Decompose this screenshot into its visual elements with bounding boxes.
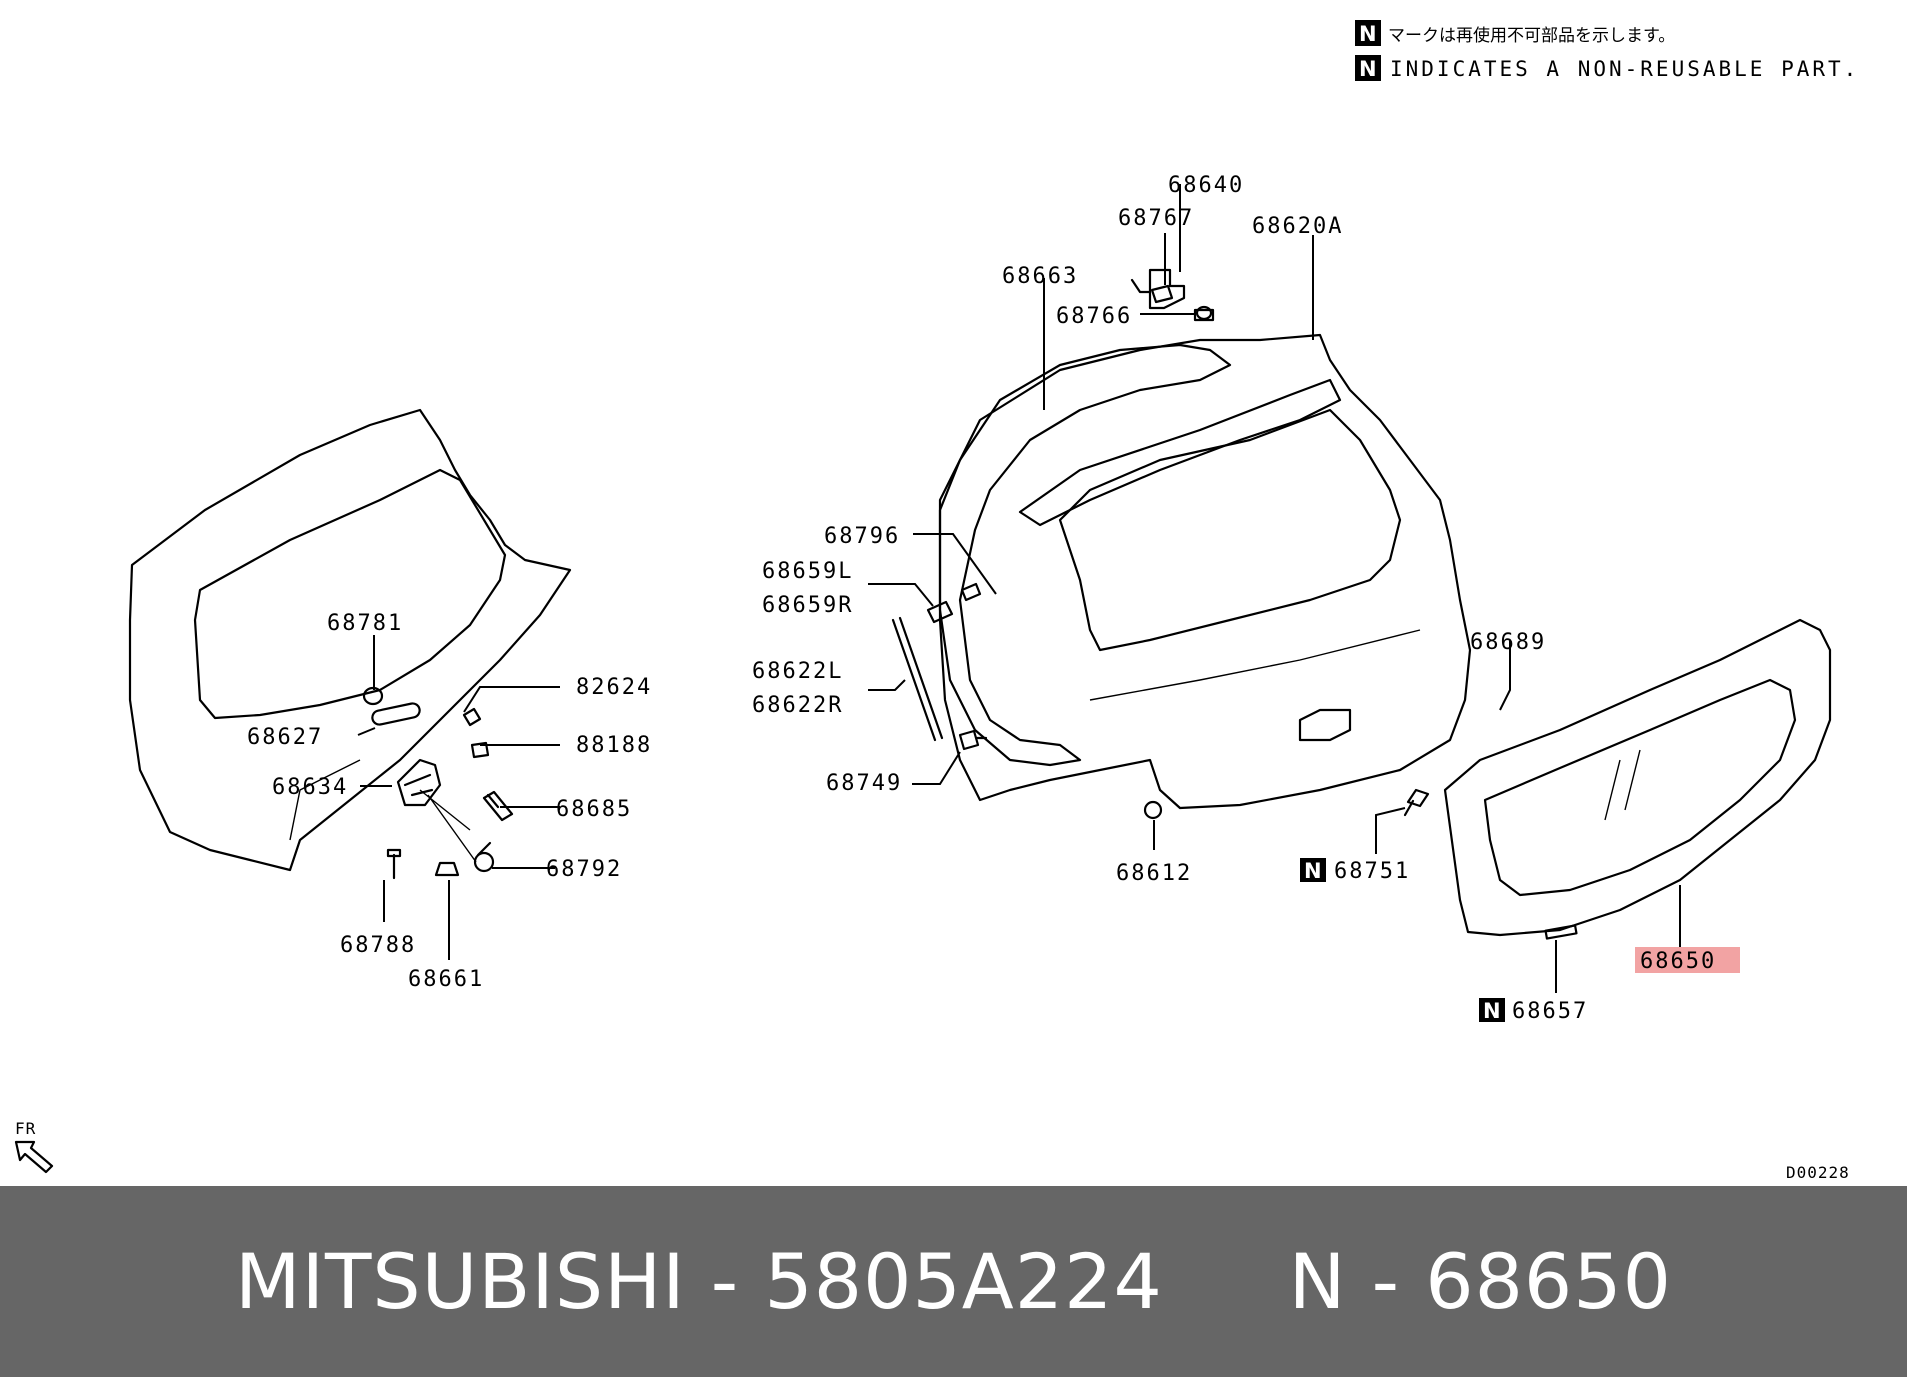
label-68659R: 68659R [762,593,853,618]
label-68661: 68661 [408,967,484,992]
label-68622L: 68622L [752,659,843,684]
label-68657: 68657 [1512,999,1588,1024]
label-68640: 68640 [1168,173,1244,198]
n-symbol: N [1483,999,1501,1023]
n-symbol: N [1359,57,1377,81]
label-68622R: 68622R [752,693,843,718]
label-68627: 68627 [247,725,323,750]
label-68689: 68689 [1470,630,1546,655]
label-68749: 68749 [826,771,902,796]
label-68620A: 68620A [1252,214,1343,239]
label-68792: 68792 [546,857,622,882]
parts-diagram: N マークは再使用不可部品を示します。 N INDICATES A NON-RE… [14,20,1859,1182]
label-68751: 68751 [1334,859,1410,884]
front-orientation-arrow: FR [14,1119,54,1174]
non-reusable-note: N マークは再使用不可部品を示します。 N INDICATES A NON-RE… [1355,20,1859,81]
footer-banner: MITSUBISHI - 5805A224 N - 68650 [0,1186,1907,1377]
drawing-code: D00228 [1786,1163,1850,1182]
note-english: INDICATES A NON-REUSABLE PART. [1390,57,1859,81]
label-68781: 68781 [327,611,403,636]
label-68663: 68663 [1002,264,1078,289]
label-68612: 68612 [1116,861,1192,886]
highlight-box [1635,947,1740,973]
label-82624: 82624 [576,675,652,700]
tailgate-inner-view [128,408,572,880]
label-68685: 68685 [556,797,632,822]
part-labels: 68640 68767 68620A 68663 68766 68796 686… [247,173,1740,1024]
label-68659L: 68659L [762,559,853,584]
tailgate-outer-view [891,268,1472,820]
label-68796: 68796 [824,524,900,549]
n-symbol: N [1304,859,1322,883]
label-68766: 68766 [1056,304,1132,329]
label-68767: 68767 [1118,206,1194,231]
label-68788: 68788 [340,933,416,958]
fr-label: FR [15,1119,36,1138]
leader-lines [357,184,1681,993]
back-door-glass [1403,618,1832,940]
label-68650: 68650 [1640,949,1716,974]
n-symbol: N [1359,22,1377,46]
footer-part-number: MITSUBISHI - 5805A224 N - 68650 [235,1237,1672,1326]
note-japanese: マークは再使用不可部品を示します。 [1388,25,1675,46]
label-68634: 68634 [272,775,348,800]
label-88188: 88188 [576,733,652,758]
